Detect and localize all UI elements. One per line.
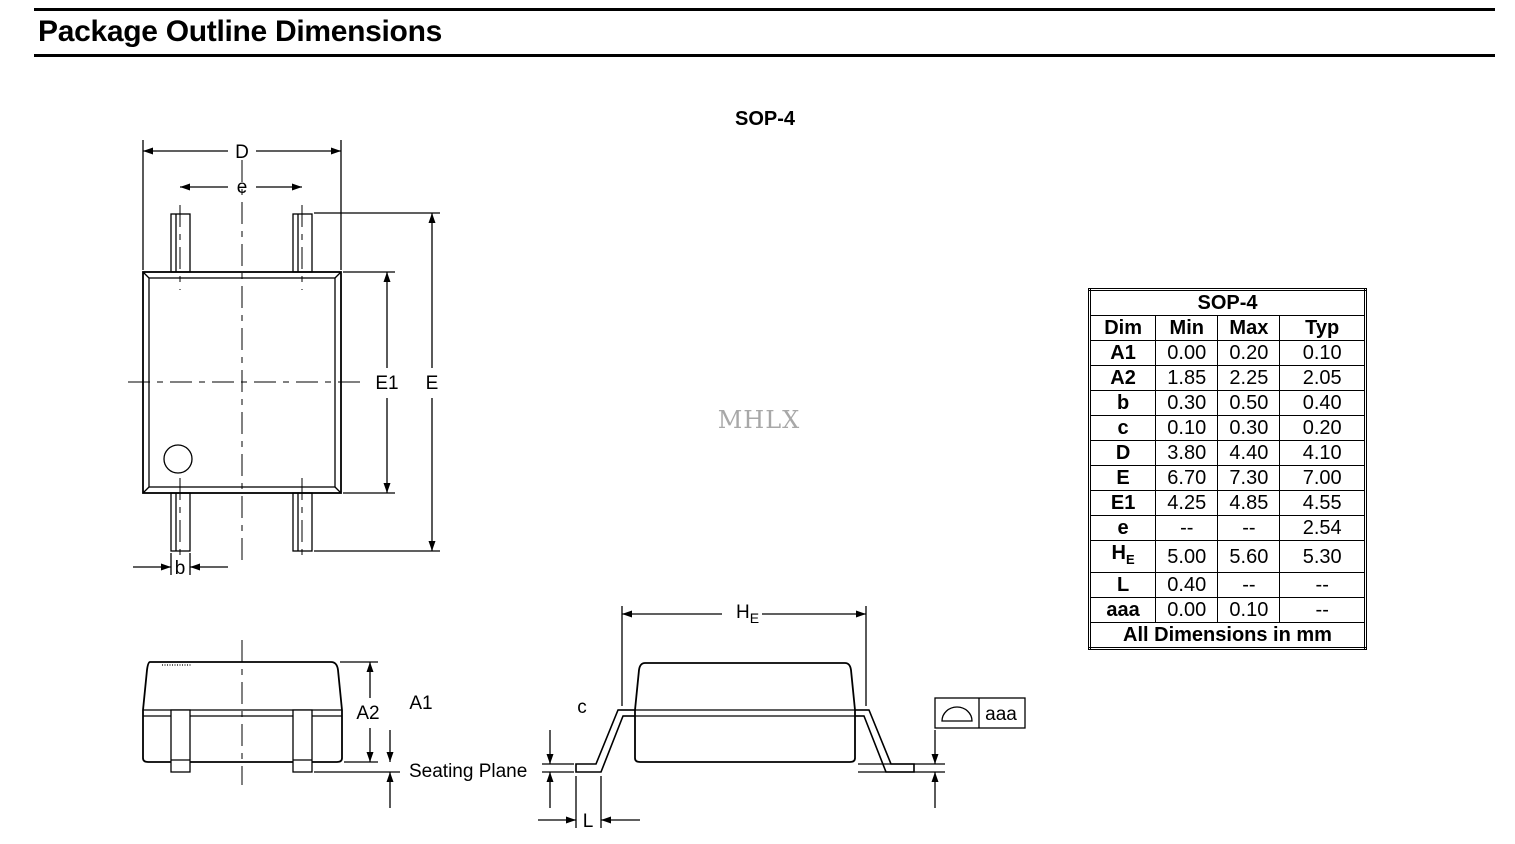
col-header-dim: Dim — [1088, 315, 1157, 341]
cell-typ: 2.05 — [1279, 365, 1366, 391]
label-b: b — [175, 558, 186, 579]
cell-typ: 7.00 — [1279, 465, 1366, 491]
watermark: MHLX — [717, 406, 801, 434]
cell-typ: 0.40 — [1279, 390, 1366, 416]
cell-max: 0.20 — [1217, 340, 1281, 366]
col-header-max: Max — [1217, 315, 1281, 341]
cell-max: 4.40 — [1217, 440, 1281, 466]
table-caption: SOP-4 — [1089, 289, 1366, 316]
cell-dim: A1 — [1088, 340, 1157, 366]
cell-dim: E1 — [1088, 490, 1157, 516]
cell-typ: -- — [1279, 597, 1366, 623]
cell-dim: A2 — [1088, 365, 1157, 391]
lead-side-left — [170, 709, 191, 773]
package-body-side — [142, 661, 343, 763]
cell-min: 0.40 — [1155, 572, 1219, 598]
cell-typ: 5.30 — [1279, 540, 1366, 573]
label-L: L — [583, 811, 594, 832]
end-view — [538, 606, 1026, 828]
label-HE: HE — [736, 602, 759, 626]
pin1-marker — [163, 444, 193, 474]
cell-min: 4.25 — [1155, 490, 1219, 516]
side-view — [142, 640, 400, 808]
cell-max: 0.10 — [1217, 597, 1281, 623]
cell-min: -- — [1155, 515, 1219, 541]
label-aaa: aaa — [985, 704, 1017, 725]
cell-dim: E — [1088, 465, 1157, 491]
cell-dim: HE — [1088, 540, 1157, 573]
cell-max: 4.85 — [1217, 490, 1281, 516]
cell-min: 1.85 — [1155, 365, 1219, 391]
cell-min: 3.80 — [1155, 440, 1219, 466]
col-header-min: Min — [1155, 315, 1219, 341]
header-rule-bottom — [34, 54, 1495, 57]
lead-left-gullwing — [575, 709, 635, 773]
label-A2: A2 — [356, 703, 379, 724]
cell-typ: 0.20 — [1279, 415, 1366, 441]
aaa-tolerance-frame — [934, 697, 1026, 729]
cell-max: 2.25 — [1217, 365, 1281, 391]
cell-dim: e — [1088, 515, 1157, 541]
cell-max: 0.30 — [1217, 415, 1281, 441]
lead-right-gullwing — [855, 709, 915, 773]
cell-typ: -- — [1279, 572, 1366, 598]
cell-typ: 4.10 — [1279, 440, 1366, 466]
label-E1: E1 — [375, 373, 398, 394]
cell-max: 7.30 — [1217, 465, 1281, 491]
cell-min: 0.00 — [1155, 597, 1219, 623]
label-E: E — [426, 373, 439, 394]
table-footer: All Dimensions in mm — [1089, 622, 1366, 649]
label-A1: A1 — [409, 693, 432, 714]
cell-dim: D — [1088, 440, 1157, 466]
header-rule-top — [34, 8, 1495, 11]
cell-dim: c — [1088, 415, 1157, 441]
cell-min: 6.70 — [1155, 465, 1219, 491]
cell-typ: 0.10 — [1279, 340, 1366, 366]
cell-dim: aaa — [1088, 597, 1157, 623]
page-title: Package Outline Dimensions — [38, 15, 442, 48]
cell-max: -- — [1217, 572, 1281, 598]
label-D: D — [235, 142, 249, 163]
cell-dim: L — [1088, 572, 1157, 598]
cell-min: 0.30 — [1155, 390, 1219, 416]
cell-max: 0.50 — [1217, 390, 1281, 416]
cell-min: 5.00 — [1155, 540, 1219, 573]
cell-min: 0.00 — [1155, 340, 1219, 366]
lead-side-right — [292, 709, 313, 773]
col-header-typ: Typ — [1279, 315, 1366, 341]
package-title: SOP-4 — [734, 108, 796, 130]
label-e: e — [237, 177, 248, 198]
cell-max: 5.60 — [1217, 540, 1281, 573]
cell-typ: 2.54 — [1279, 515, 1366, 541]
table-row: e----2.54 — [1088, 515, 1366, 541]
cell-min: 0.10 — [1155, 415, 1219, 441]
cell-typ: 4.55 — [1279, 490, 1366, 516]
label-c: c — [577, 697, 587, 718]
cell-dim: b — [1088, 390, 1157, 416]
top-view — [128, 140, 440, 575]
package-body-end — [634, 662, 856, 763]
flatness-symbol-icon — [941, 706, 973, 722]
label-seating-plane: Seating Plane — [409, 761, 527, 782]
cell-max: -- — [1217, 515, 1281, 541]
